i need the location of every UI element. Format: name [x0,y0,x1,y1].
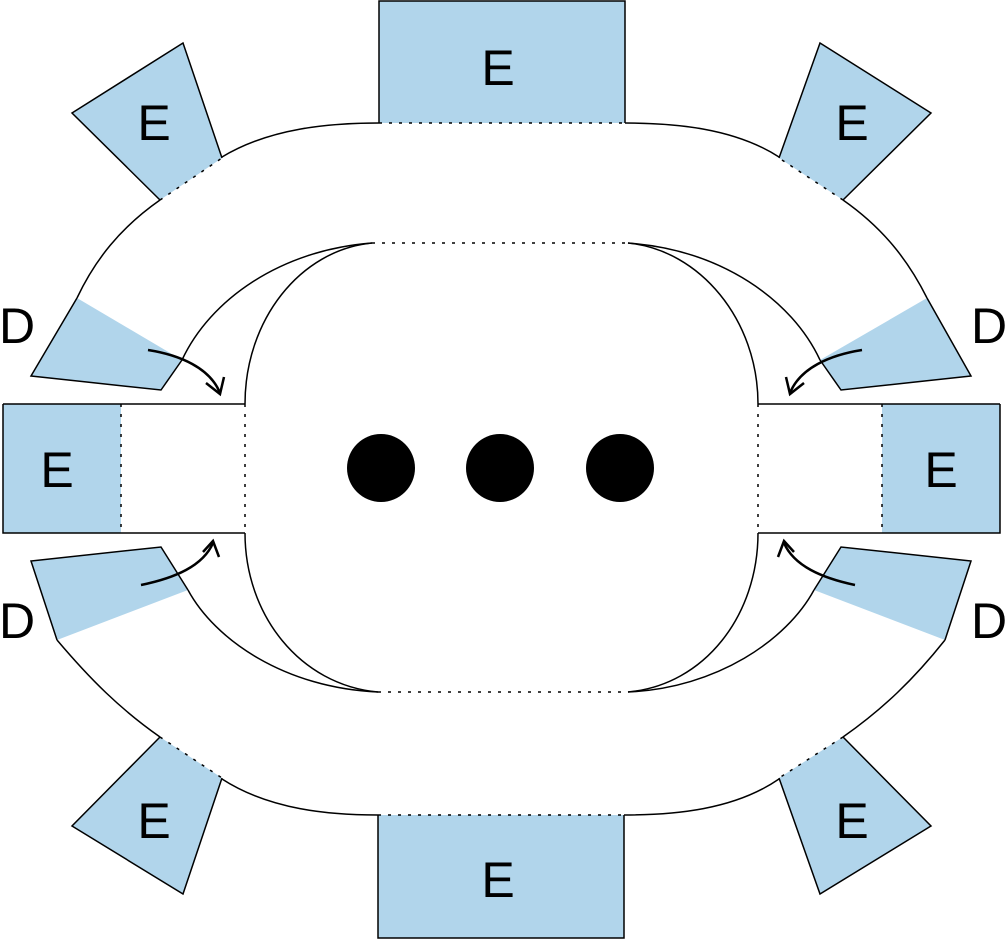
d-block-lower-right [814,547,971,640]
label-e-right: E [924,442,957,498]
e-block-top-right [779,43,931,200]
d-block-lower-left [31,547,188,640]
e-block-top [379,1,625,123]
label-d-lower-right: D [971,593,1007,649]
d-block-upper-left [31,298,182,390]
label-e-bottom-left: E [137,793,170,849]
e-block-fills [3,1,1000,938]
d-block-fills [31,298,971,640]
center-dot-2 [466,434,534,502]
e-block-top-left [72,43,222,200]
inner-ring [181,242,821,693]
label-e-bottom-right: E [835,793,868,849]
central-chamber [244,242,759,693]
d-block-outlines [29,297,973,641]
e-block-right [882,404,1000,533]
side-channels [121,403,882,534]
center-dot-1 [347,434,415,502]
center-dots [347,434,654,502]
e-block-left [3,404,121,533]
e-block-bottom-left [72,737,222,894]
arrow-upper-right [784,348,863,397]
arrow-lower-right [776,538,856,587]
label-e-top-right: E [835,95,868,151]
e-block-bottom-right [779,737,931,894]
outer-ring [56,122,946,816]
label-e-top-left: E [137,95,170,151]
label-d-upper-right: D [971,298,1007,354]
e-block-bottom [378,815,624,938]
label-e-top: E [481,40,514,96]
label-d-lower-left: D [0,593,35,649]
center-dot-3 [586,434,654,502]
d-block-upper-right [820,298,971,390]
flow-arrows [140,348,863,587]
labels: E E E E E E E E D D D D [0,40,1007,908]
label-e-bottom: E [481,852,514,908]
label-e-left: E [40,442,73,498]
label-d-upper-left: D [0,298,35,354]
arrow-upper-left [147,348,226,397]
arrow-lower-left [140,538,221,587]
